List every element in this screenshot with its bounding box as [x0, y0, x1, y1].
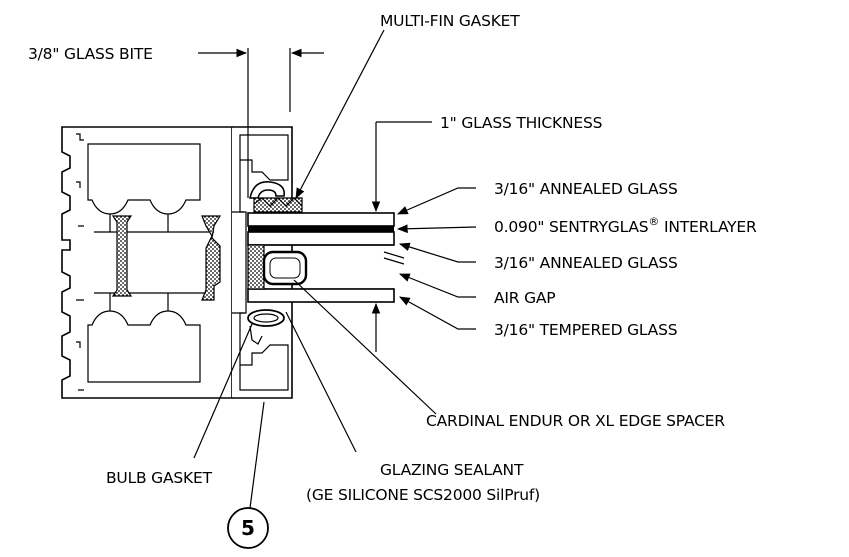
label-glass-thickness: 1" GLASS THICKNESS: [440, 114, 602, 132]
glass-unit: [247, 212, 405, 303]
label-bulb-gasket: BULB GASKET: [106, 469, 213, 487]
label-tempered-glass: 3/16" TEMPERED GLASS: [494, 321, 677, 339]
detail-number: 5: [241, 516, 255, 540]
label-edge-spacer: CARDINAL ENDUR OR XL EDGE SPACER: [426, 412, 725, 430]
labels: MULTI-FIN GASKET 3/8" GLASS BITE 1" GLAS…: [28, 12, 757, 504]
multi-fin-gasket: [249, 181, 303, 213]
label-annealed-glass-2: 3/16" ANNEALED GLASS: [494, 254, 678, 272]
label-multi-fin-gasket: MULTI-FIN GASKET: [380, 12, 520, 30]
label-glazing-sealant: GLAZING SEALANT: [380, 461, 524, 479]
glass-thickness-dimension: [371, 121, 432, 352]
leader-lines: [193, 29, 477, 509]
edge-spacer: [247, 244, 308, 290]
thermal-break: [111, 215, 222, 301]
label-annealed-glass-1: 3/16" ANNEALED GLASS: [494, 180, 678, 198]
label-interlayer: 0.090" SENTRYGLAS® INTERLAYER: [494, 215, 757, 236]
label-glazing-sealant-sub: (GE SILICONE SCS2000 SilPruf): [306, 486, 540, 504]
label-glass-bite: 3/8" GLASS BITE: [28, 45, 153, 63]
glass-bite-dimension: [198, 48, 324, 198]
bulb-gasket: [247, 309, 285, 345]
label-air-gap: AIR GAP: [494, 289, 555, 307]
detail-bubble: 5: [227, 507, 269, 549]
